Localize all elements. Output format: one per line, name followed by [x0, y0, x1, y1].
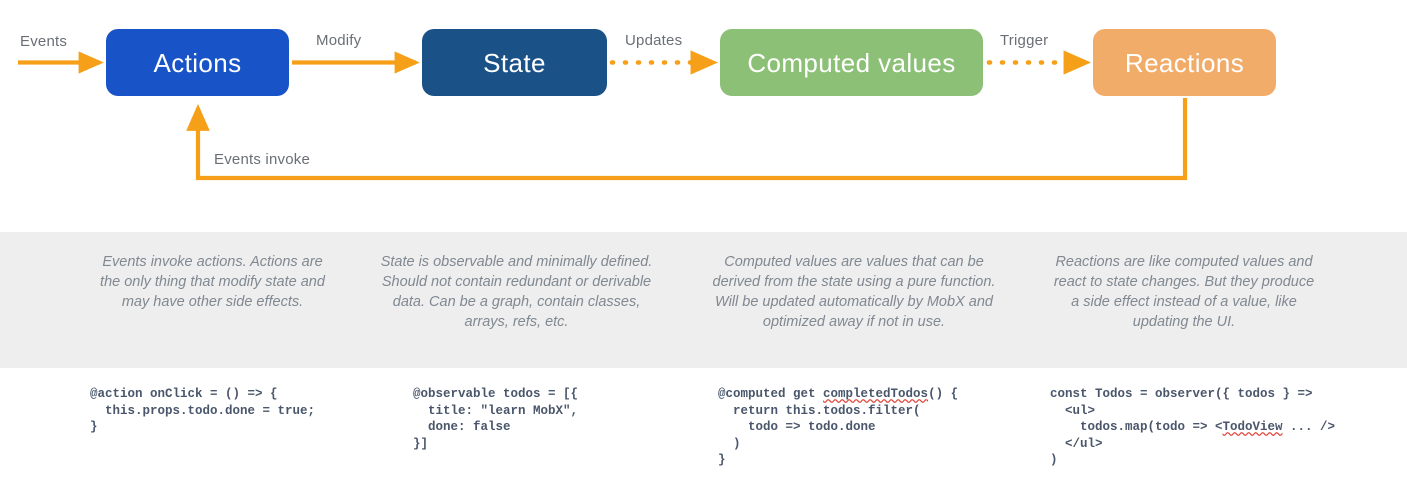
description-actions: Events invoke actions. Actions are the o… — [100, 254, 325, 310]
flow-connectors — [18, 50, 1188, 181]
node-state-label: State — [483, 47, 546, 78]
edge-label-events-invoke: Events invoke — [214, 151, 310, 168]
description-reactions: Reactions are like computed values and r… — [1053, 254, 1315, 330]
node-computed-values[interactable]: Computed values — [720, 29, 983, 96]
code-sample-observable: @observable todos = [{ title: "learn Mob… — [413, 387, 579, 451]
node-actions[interactable]: Actions — [106, 29, 289, 96]
node-state[interactable]: State — [422, 29, 607, 96]
edge-label-events: Events — [20, 33, 68, 50]
description-band: Events invoke actions. Actions are the o… — [0, 232, 1407, 368]
code-sample-action: @action onClick = () => { this.props.tod… — [90, 387, 316, 434]
code-sample-computed: @computed get completedTodos() { return … — [718, 387, 959, 467]
description-computed-values: Computed values are values that can be d… — [712, 254, 996, 330]
description-state: State is observable and minimally define… — [380, 254, 653, 330]
arrow-events-invoke — [186, 98, 1188, 181]
node-computed-values-label: Computed values — [747, 47, 956, 78]
node-actions-label: Actions — [153, 47, 242, 78]
node-reactions[interactable]: Reactions — [1093, 29, 1276, 96]
node-reactions-label: Reactions — [1124, 47, 1245, 78]
code-sample-observer: const Todos = observer({ todos } => <ul>… — [1050, 387, 1336, 467]
edge-label-updates: Updates — [625, 32, 683, 49]
edge-label-modify: Modify — [316, 32, 362, 49]
edge-label-trigger: Trigger — [1000, 32, 1049, 49]
